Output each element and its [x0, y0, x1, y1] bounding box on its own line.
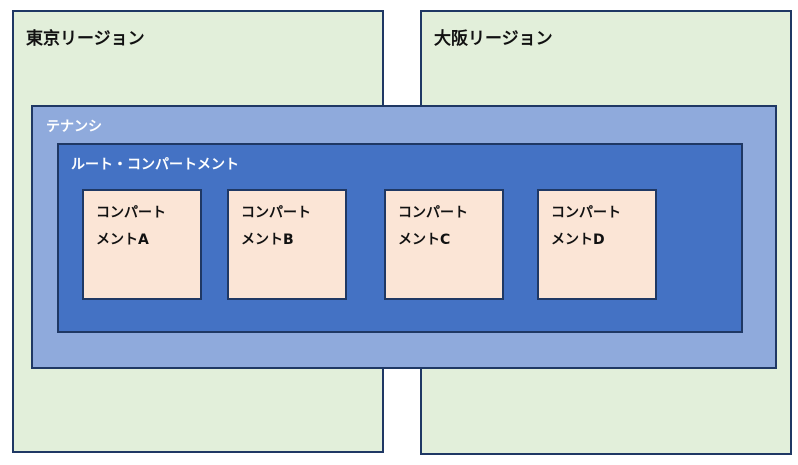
compartment-d-label: コンパート メントD [551, 200, 647, 254]
compartment-c-label-line2: メントC [398, 232, 451, 248]
compartment-c-label-line1: コンパート [398, 205, 468, 221]
compartment-b-label: コンパート メントB [241, 200, 337, 254]
compartment-b-box: コンパート メントB [227, 189, 347, 300]
compartment-a-box: コンパート メントA [82, 189, 202, 300]
compartment-c-label: コンパート メントC [398, 200, 494, 254]
compartment-b-label-line2: メントB [241, 232, 294, 248]
root-compartment-label: ルート・コンパートメント [71, 157, 239, 173]
compartment-a-label-line1: コンパート [96, 205, 166, 221]
region-osaka-label: 大阪リージョン [434, 29, 553, 49]
compartment-d-label-line1: コンパート [551, 205, 621, 221]
tenancy-label: テナンシ [46, 119, 102, 135]
compartment-a-label-line2: メントA [96, 232, 149, 248]
region-tokyo-label: 東京リージョン [26, 29, 145, 49]
compartment-b-label-line1: コンパート [241, 205, 311, 221]
compartment-d-box: コンパート メントD [537, 189, 657, 300]
compartment-a-label: コンパート メントA [96, 200, 192, 254]
compartment-d-label-line2: メントD [551, 232, 605, 248]
compartment-c-box: コンパート メントC [384, 189, 504, 300]
